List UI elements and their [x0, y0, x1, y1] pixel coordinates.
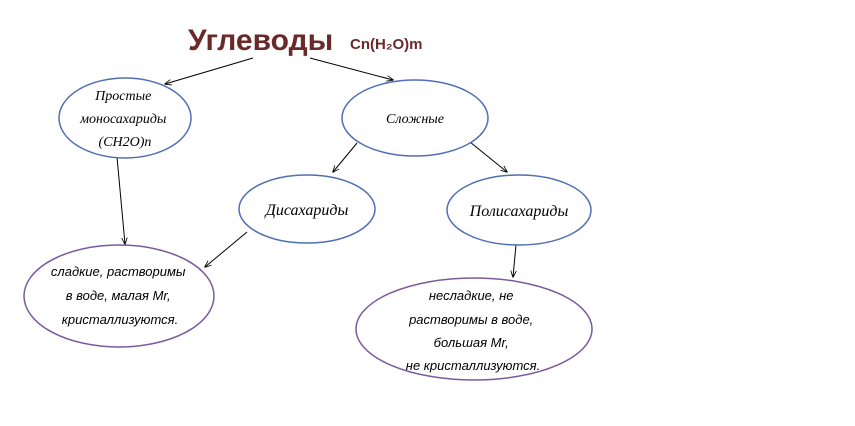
arrow-simple-to-sweet-props: [116, 156, 125, 244]
svg-text:Простые моносахариды: Простые моносахариды (CH2O)n: [79, 89, 170, 150]
node-polysaccharides-ellipse: [446, 174, 592, 246]
node-sweet-ellipse: [23, 244, 215, 348]
arrow-disaccharides-to-sweet-props: [205, 231, 248, 267]
svg-text:несладкие, не растворимы: несладкие, не растворимы в воде, большая…: [406, 288, 540, 373]
arrow-polysaccharides-to-nonsweet-props: [513, 244, 516, 277]
diagram-title: Углеводы: [188, 24, 333, 57]
diagram-formula: Cn(H₂O)m: [350, 36, 423, 53]
arrow-complex-to-disaccharides: [333, 142, 358, 172]
node-nonsweet-properties: несладкие, не растворимы в воде, большая…: [355, 277, 593, 381]
node-simple-line-2: моносахариды: [79, 112, 166, 127]
node-simple-line-3: (CH2O)n: [99, 135, 152, 150]
node-nonsweet-line-4: не кристаллизуются.: [406, 358, 540, 373]
node-sweet-line-1: сладкие, растворимы: [51, 264, 186, 279]
node-complex-label: Сложные: [386, 112, 444, 127]
node-sweet-line-3: кристаллизуются.: [62, 312, 178, 327]
node-disaccharides: Дисахариды: [238, 174, 376, 244]
node-nonsweet-line-2: растворимы в воде,: [408, 312, 533, 327]
node-nonsweet-ellipse: [355, 277, 593, 381]
arrow-title-to-complex: [309, 57, 393, 80]
arrow-title-to-simple: [165, 57, 254, 84]
svg-text:сладкие, растворимы в во: сладкие, растворимы в воде, малая Mr, кр…: [51, 264, 189, 327]
node-nonsweet-line-1: несладкие, не: [429, 288, 514, 303]
node-sweet-properties: сладкие, растворимы в воде, малая Mr, кр…: [23, 244, 215, 348]
node-disaccharides-label: Дисахариды: [264, 202, 349, 219]
node-sweet-line-2: в воде, малая Mr,: [66, 288, 171, 303]
node-disaccharides-ellipse: [238, 174, 376, 244]
node-nonsweet-line-3: большая Mr,: [434, 335, 509, 350]
node-complex: Сложные: [341, 79, 489, 157]
node-simple-line-1: Простые: [94, 89, 151, 104]
node-polysaccharides: Полисахариды: [446, 174, 592, 246]
node-polysaccharides-label: Полисахариды: [469, 203, 569, 220]
node-simple-monosaccharides: Простые моносахариды (CH2O)n: [58, 77, 192, 159]
node-complex-ellipse: [341, 79, 489, 157]
arrow-complex-to-polysaccharides: [469, 141, 507, 172]
node-simple-ellipse: [58, 77, 192, 159]
